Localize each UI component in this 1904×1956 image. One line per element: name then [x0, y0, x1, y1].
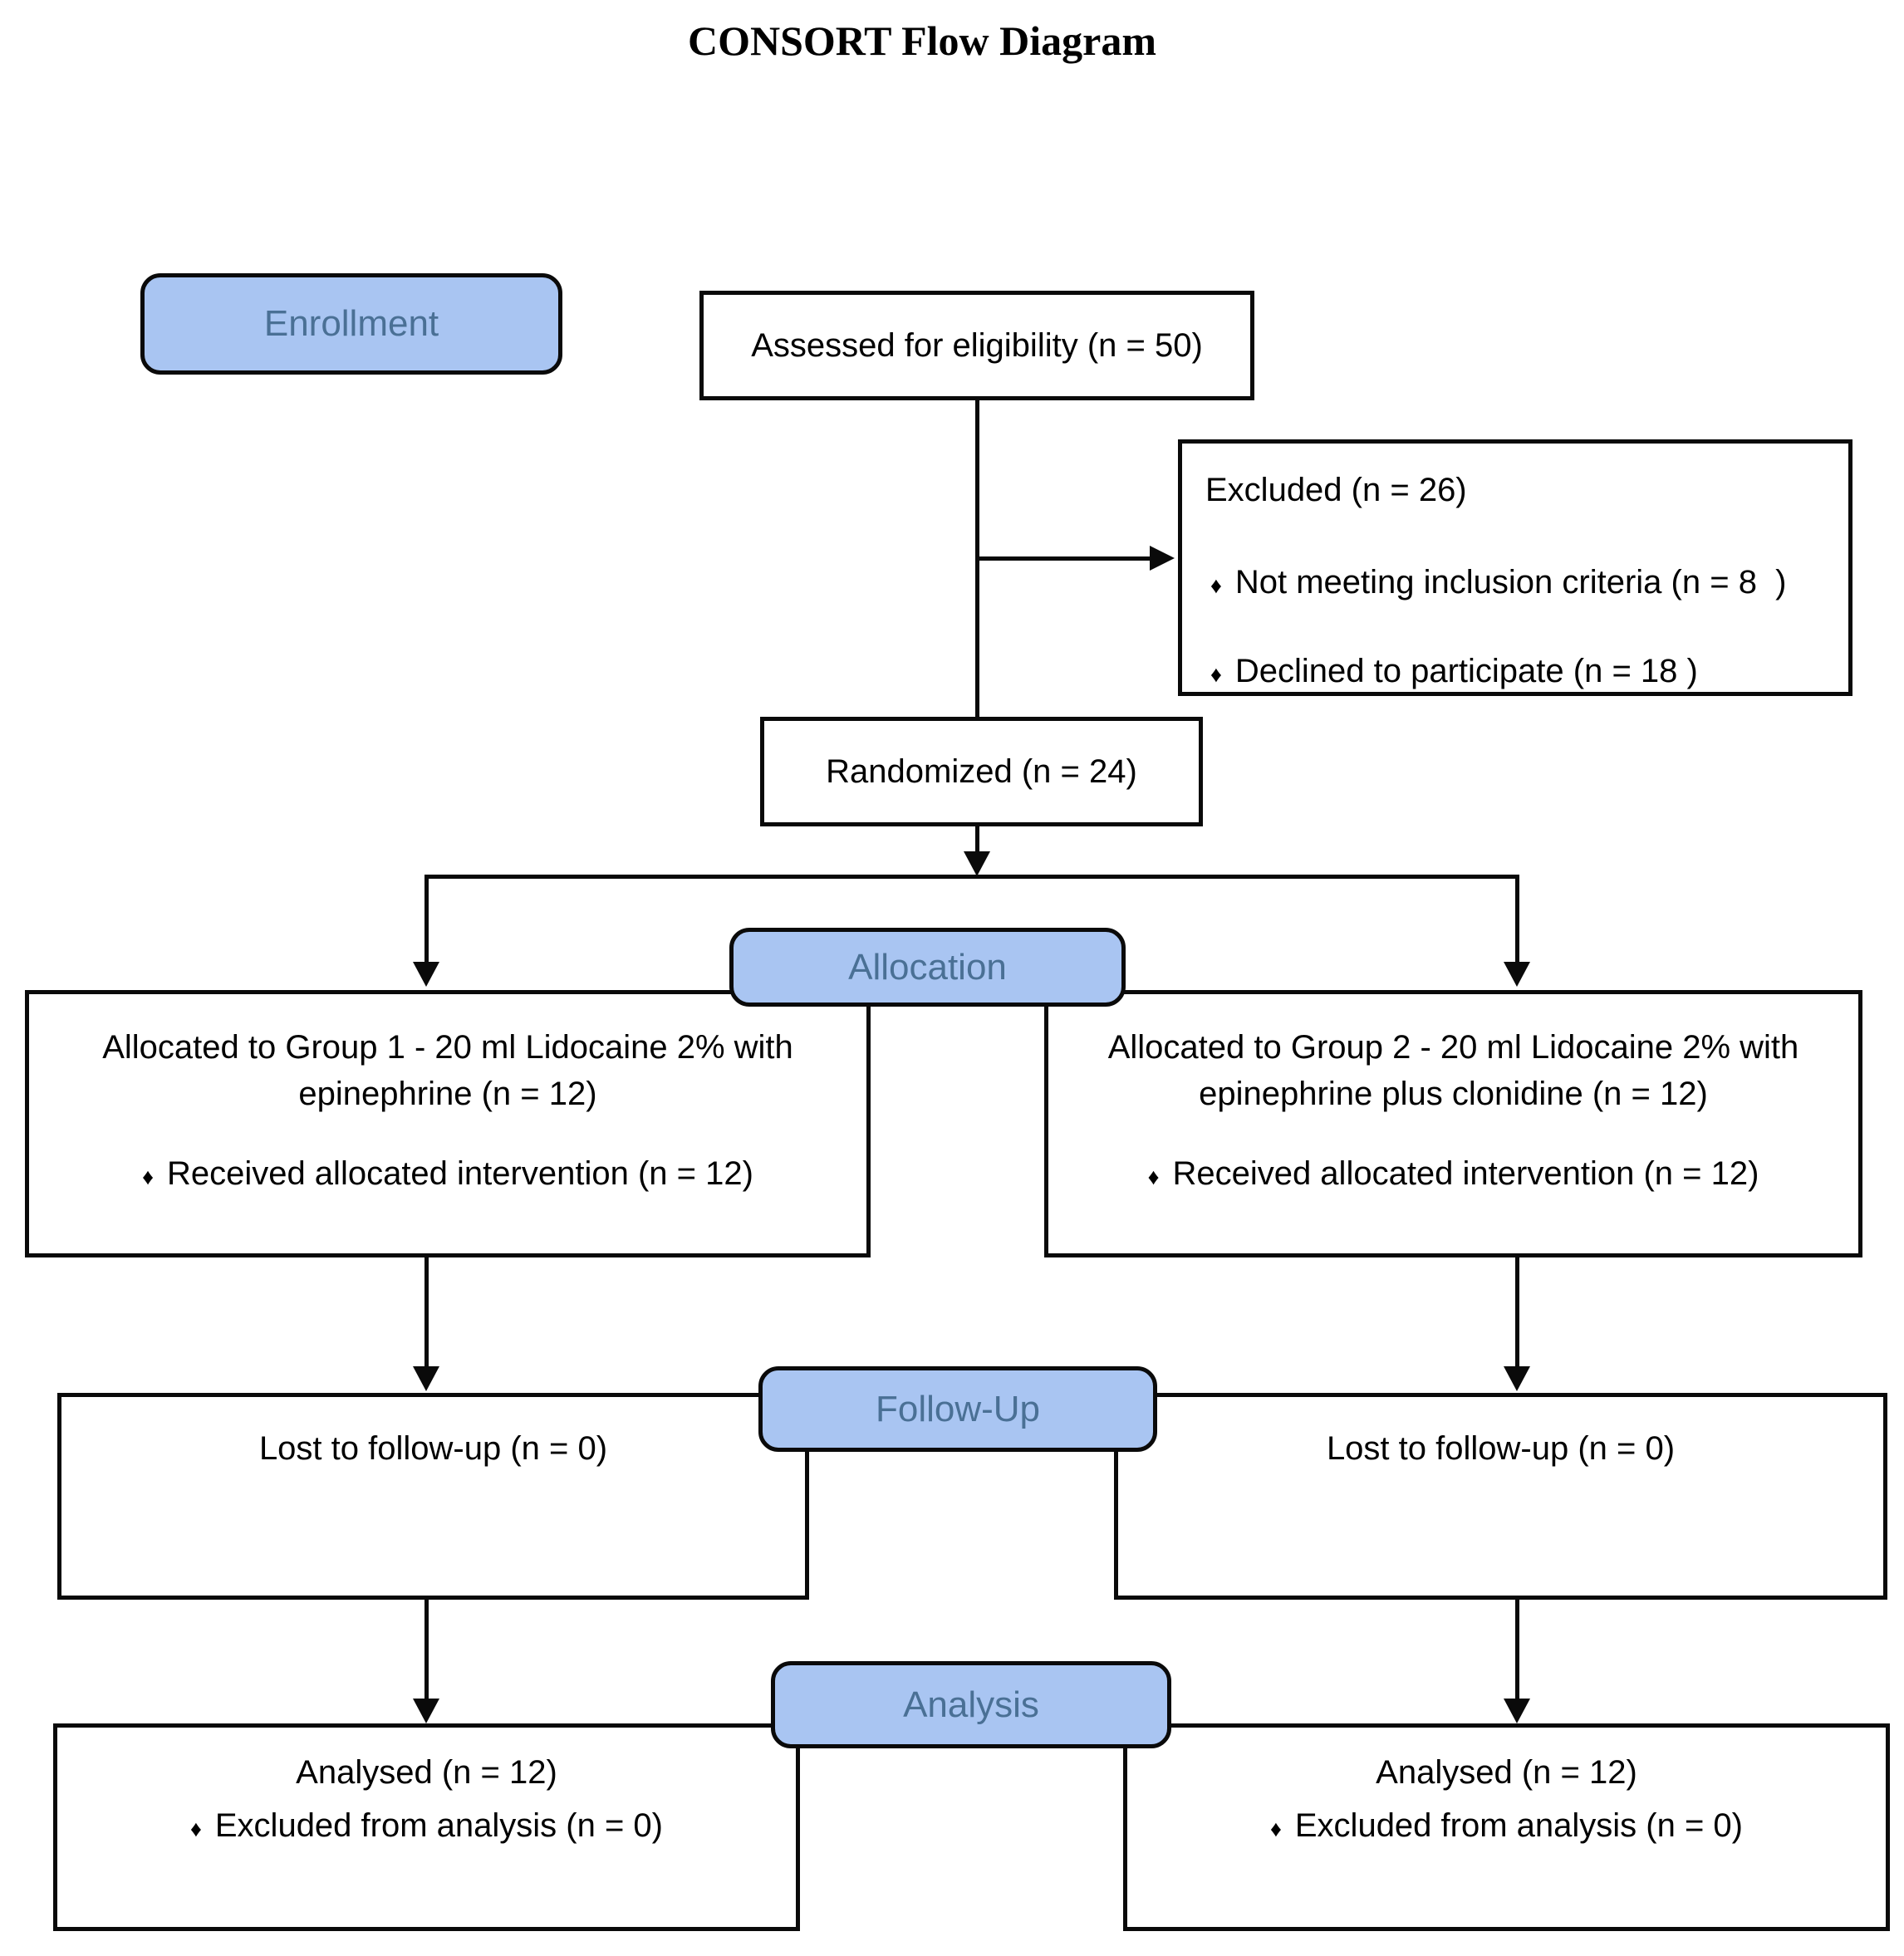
allocation-left-line1: Allocated to Group 1 - 20 ml Lidocaine 2… [102, 1029, 793, 1066]
diamond-bullet-icon: ♦ [1147, 1164, 1160, 1189]
diamond-bullet-icon: ♦ [1210, 572, 1222, 598]
analysis-right-line1: Analysed (n = 12) [1376, 1754, 1637, 1791]
allocation-left-bullet: ♦ Received allocated intervention (n = 12… [29, 1150, 866, 1200]
followup-left-text: Lost to follow-up (n = 0) [258, 1430, 608, 1467]
analysis-left-box: Analysed (n = 12) ♦ Excluded from analysi… [53, 1723, 800, 1931]
arrowhead-fu-right [1504, 1366, 1530, 1391]
stage-label-allocation: Allocation [729, 928, 1126, 1007]
branch-line [424, 875, 1519, 879]
excluded-bullet-text: Not meeting inclusion criteria (n = 8 ) [1234, 564, 1787, 601]
connector-fu-to-an-right [1515, 1600, 1519, 1700]
diamond-bullet-icon: ♦ [1210, 661, 1222, 687]
allocation-right-line1: Allocated to Group 2 - 20 ml Lidocaine 2… [1107, 1029, 1799, 1066]
excluded-bullet-text: Declined to participate (n = 18 ) [1234, 653, 1698, 689]
connector-branch-to-alloc-left [424, 875, 429, 963]
allocation-right-bullet: ♦ Received allocated intervention (n = 12… [1048, 1150, 1858, 1200]
excluded-box: Excluded (n = 26) ♦ Not meeting inclusion… [1178, 439, 1852, 696]
page-title: CONSORT Flow Diagram [688, 17, 1156, 64]
stage-label-analysis-text: Analysis [903, 1684, 1039, 1725]
stage-label-followup-text: Follow-Up [875, 1388, 1041, 1429]
randomized-box: Randomized (n = 24) [760, 717, 1203, 826]
allocation-left-bullet-text: Received allocated intervention (n = 12) [166, 1155, 753, 1192]
analysis-left-bullet: ♦ Excluded from analysis (n = 0) [57, 1802, 796, 1852]
excluded-title: Excluded (n = 26) [1205, 472, 1467, 508]
arrowhead-an-left [413, 1699, 439, 1723]
followup-left-box: Lost to follow-up (n = 0) [57, 1393, 809, 1600]
analysis-left-bullet-text: Excluded from analysis (n = 0) [214, 1807, 663, 1844]
allocation-right-bullet-text: Received allocated intervention (n = 12) [1172, 1155, 1759, 1192]
connector-alloc-to-fu-left [424, 1257, 429, 1368]
assessed-box: Assessed for eligibility (n = 50) [699, 291, 1254, 400]
diamond-bullet-icon: ♦ [1270, 1816, 1282, 1841]
stage-label-enrollment-text: Enrollment [263, 303, 439, 344]
connector-fu-to-an-left [424, 1600, 429, 1700]
analysis-right-bullet-text: Excluded from analysis (n = 0) [1294, 1807, 1743, 1844]
followup-right-text: Lost to follow-up (n = 0) [1326, 1430, 1676, 1467]
stage-label-allocation-text: Allocation [848, 946, 1007, 988]
connector-randomized-to-branch [975, 826, 979, 853]
allocation-right-line2: epinephrine plus clonidine (n = 12) [1199, 1076, 1708, 1112]
diamond-bullet-icon: ♦ [142, 1164, 154, 1189]
stage-label-followup: Follow-Up [758, 1366, 1157, 1452]
arrowhead-alloc-right [1504, 962, 1530, 987]
diamond-bullet-icon: ♦ [190, 1816, 202, 1841]
stage-label-analysis: Analysis [771, 1661, 1171, 1748]
excluded-bullet-item: ♦ Not meeting inclusion criteria (n = 8 ) [1205, 559, 1832, 609]
allocation-left-line2: epinephrine (n = 12) [298, 1076, 597, 1112]
arrowhead-randomized-branch [964, 851, 990, 876]
excluded-bullet-item: ♦ Declined to participate (n = 18 ) [1205, 648, 1832, 698]
assessed-text: Assessed for eligibility (n = 50) [751, 327, 1203, 364]
analysis-right-box: Analysed (n = 12) ♦ Excluded from analysi… [1123, 1723, 1890, 1931]
connector-alloc-to-fu-right [1515, 1257, 1519, 1368]
arrowhead-to-excluded [1150, 546, 1175, 571]
analysis-left-line1: Analysed (n = 12) [296, 1754, 557, 1791]
stage-label-enrollment: Enrollment [140, 273, 562, 375]
connector-branch-to-alloc-right [1515, 875, 1519, 963]
analysis-right-bullet: ♦ Excluded from analysis (n = 0) [1127, 1802, 1886, 1852]
connector-to-excluded [977, 556, 1151, 561]
allocation-right-box: Allocated to Group 2 - 20 ml Lidocaine 2… [1044, 990, 1862, 1257]
arrowhead-alloc-left [413, 962, 439, 987]
allocation-left-box: Allocated to Group 1 - 20 ml Lidocaine 2… [25, 990, 871, 1257]
arrowhead-an-right [1504, 1699, 1530, 1723]
randomized-text: Randomized (n = 24) [826, 753, 1137, 790]
arrowhead-fu-left [413, 1366, 439, 1391]
followup-right-box: Lost to follow-up (n = 0) [1114, 1393, 1887, 1600]
